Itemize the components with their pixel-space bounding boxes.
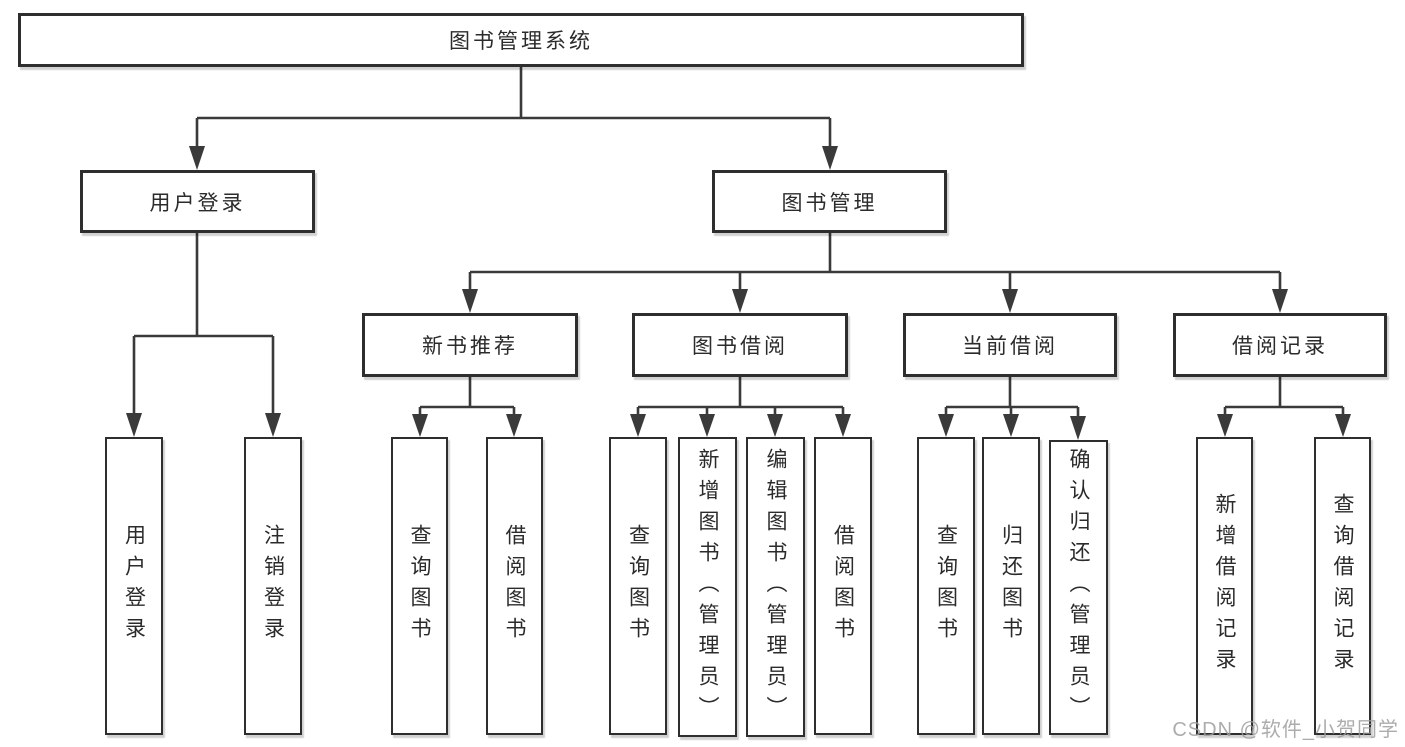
- leaf-add-book-admin: 新增图书（管理员）: [678, 437, 737, 737]
- leaf-borrow-query-book: 查询图书: [609, 437, 667, 735]
- leaf-return-book: 归还图书: [982, 437, 1040, 735]
- node-book-management-label: 图书管理: [781, 191, 878, 215]
- connector-user-login-children: [126, 233, 281, 437]
- leaf-user-login-label: 用户登录: [122, 524, 146, 648]
- leaf-current-query-book-label: 查询图书: [934, 524, 958, 648]
- node-root-label: 图书管理系统: [449, 30, 593, 53]
- node-current-borrow-label: 当前借阅: [962, 335, 1058, 358]
- connector-book-borrow-children: [630, 377, 851, 437]
- leaf-edit-book-admin: 编辑图书（管理员）: [746, 437, 805, 737]
- leaf-logout: 注销登录: [244, 437, 302, 735]
- connector-root-to-level2: [189, 66, 838, 170]
- leaf-confirm-return-admin-label: 确认归还（管理员）: [1067, 448, 1090, 727]
- node-borrow-records-label: 借阅记录: [1232, 335, 1328, 358]
- node-new-book-recommend-label: 新书推荐: [422, 335, 518, 358]
- connector-book-management-children: [462, 233, 1288, 313]
- node-root: 图书管理系统: [18, 13, 1024, 67]
- node-borrow-records: 借阅记录: [1173, 313, 1387, 377]
- leaf-newbook-borrow-book-label: 借阅图书: [503, 524, 526, 648]
- leaf-newbook-borrow-book: 借阅图书: [486, 437, 543, 735]
- leaf-add-borrow-record-label: 新增借阅记录: [1213, 493, 1236, 679]
- leaf-add-book-admin-label: 新增图书（管理员）: [696, 447, 719, 727]
- leaf-borrow-query-book-label: 查询图书: [626, 524, 650, 648]
- leaf-user-login: 用户登录: [105, 437, 163, 735]
- leaf-query-borrow-record-label: 查询借阅记录: [1331, 493, 1354, 679]
- leaf-edit-book-admin-label: 编辑图书（管理员）: [764, 447, 787, 727]
- csdn-watermark: CSDN @软件_小贺同学: [1172, 719, 1399, 741]
- leaf-add-borrow-record: 新增借阅记录: [1196, 437, 1253, 735]
- leaf-logout-label: 注销登录: [261, 524, 285, 648]
- leaf-borrow-borrow-book-label: 借阅图书: [831, 524, 855, 648]
- leaf-query-borrow-record: 查询借阅记录: [1314, 437, 1371, 735]
- leaf-borrow-borrow-book: 借阅图书: [814, 437, 872, 735]
- node-user-login: 用户登录: [80, 170, 315, 233]
- node-current-borrow: 当前借阅: [903, 313, 1117, 377]
- node-book-borrow: 图书借阅: [632, 313, 848, 377]
- connector-current-borrow-children: [938, 377, 1086, 440]
- connector-borrow-records-children: [1217, 377, 1351, 437]
- node-user-login-label: 用户登录: [149, 191, 246, 215]
- leaf-newbook-query-book-label: 查询图书: [408, 524, 431, 648]
- leaf-confirm-return-admin: 确认归还（管理员）: [1049, 440, 1108, 735]
- node-new-book-recommend: 新书推荐: [362, 313, 578, 377]
- leaf-current-query-book: 查询图书: [917, 437, 975, 735]
- connector-new-book-children: [412, 377, 522, 437]
- node-book-borrow-label: 图书借阅: [692, 335, 788, 358]
- leaf-return-book-label: 归还图书: [999, 524, 1023, 648]
- leaf-newbook-query-book: 查询图书: [391, 437, 448, 735]
- node-book-management: 图书管理: [712, 170, 947, 233]
